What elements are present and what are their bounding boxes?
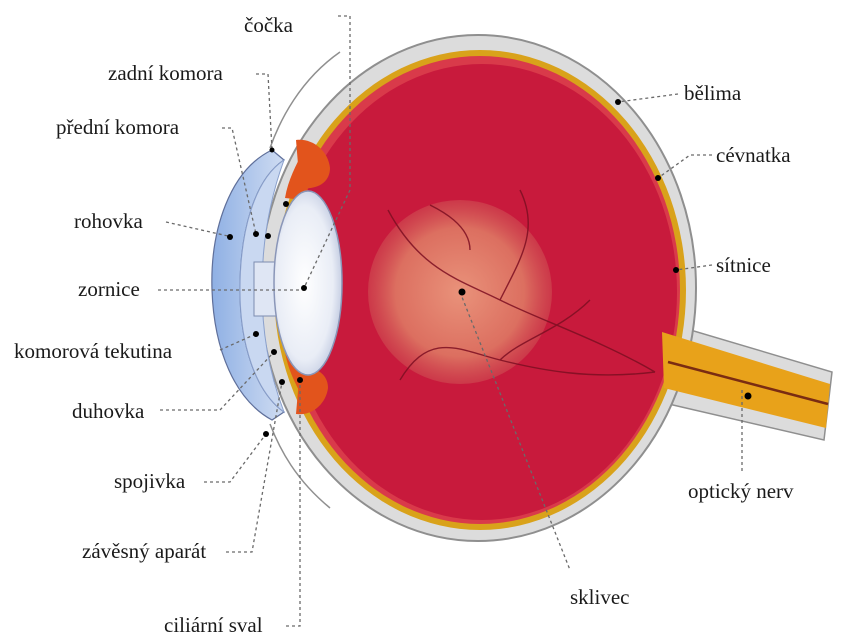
pupil-area <box>254 262 276 316</box>
label-rohovka: rohovka <box>74 209 143 233</box>
label-cevnatka: cévnatka <box>716 143 791 167</box>
label-spojivka: spojivka <box>114 469 186 493</box>
label-zadni-komora: zadní komora <box>108 61 224 85</box>
label-zornice: zornice <box>78 277 140 301</box>
label-duhovka: duhovka <box>72 399 145 423</box>
label-cocka: čočka <box>244 13 294 37</box>
label-predni-komora: přední komora <box>56 115 180 139</box>
label-opticky-nerv: optický nerv <box>688 479 794 503</box>
leader-zadni-komora <box>256 74 272 150</box>
leader-belima <box>618 94 678 102</box>
label-ciliarni-sval: ciliární sval <box>164 613 263 635</box>
label-komorova-tekutina: komorová tekutina <box>14 339 173 363</box>
label-zavesny-aparat: závěsný aparát <box>82 539 206 563</box>
label-sklivec: sklivec <box>570 585 629 609</box>
lens <box>274 191 342 375</box>
leader-spojivka <box>204 434 266 482</box>
label-sitnice: sítnice <box>716 253 771 277</box>
label-belima: bělima <box>684 81 742 105</box>
